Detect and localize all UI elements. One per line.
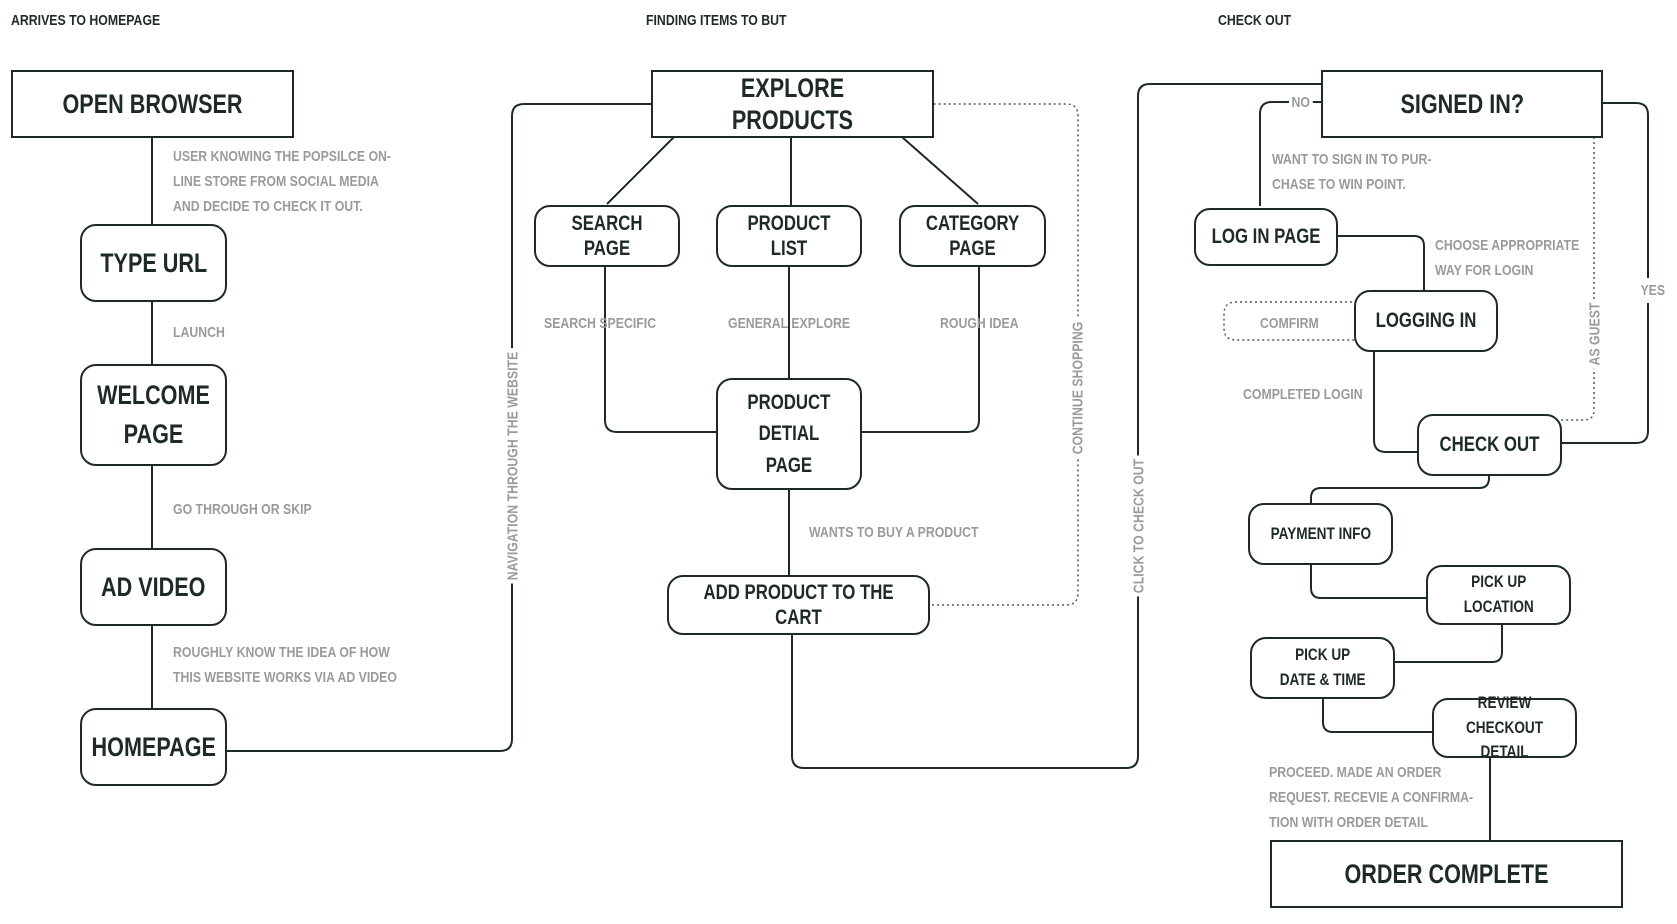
- label-proceed: PROCEED. MADE AN ORDER REQUEST. RECEVIE …: [1269, 764, 1474, 831]
- node-search-page: SEARCH PAGE: [534, 205, 680, 267]
- connector: [791, 83, 1321, 769]
- section-check-out: CHECK OUT: [1218, 12, 1292, 29]
- label-yes: YES: [1638, 278, 1668, 303]
- connector: [1322, 697, 1432, 733]
- node-type-url: TYPE URL: [80, 224, 227, 302]
- section-arrives-to-homepage: ARRIVES TO HOMEPAGE: [11, 12, 161, 29]
- label-continue-shopping: CONTINUE SHOPPING: [1069, 318, 1087, 458]
- node-pick-up-location: PICK UP LOCATION: [1426, 565, 1571, 625]
- node-product-detail-page: PRODUCT DETIAL PAGE: [716, 378, 862, 490]
- label-launch: LAUNCH: [173, 324, 225, 341]
- node-payment-info: PAYMENT INFO: [1248, 503, 1393, 565]
- as-guest-path: [1560, 137, 1595, 421]
- node-ad-video: AD VIDEO: [80, 548, 227, 626]
- label-rough-idea: ROUGH IDEA: [940, 315, 1019, 332]
- label-as-guest: AS GUEST: [1586, 299, 1604, 369]
- label-search-specific: SEARCH SPECIFIC: [544, 315, 657, 332]
- section-finding-items: FINDING ITEMS TO BUT: [646, 12, 787, 29]
- connector: [1560, 102, 1649, 444]
- label-want-to-sign-in: WANT TO SIGN IN TO PUR- CHASE TO WIN POI…: [1272, 151, 1432, 193]
- node-category-page: CATEGORY PAGE: [899, 205, 1046, 267]
- label-no: NO: [1289, 90, 1313, 115]
- node-check-out: CHECK OUT: [1417, 414, 1562, 476]
- label-comfirm: COMFIRM: [1260, 315, 1319, 332]
- label-roughly-know: ROUGHLY KNOW THE IDEA OF HOW THIS WEBSIT…: [173, 644, 397, 686]
- connector: [1373, 350, 1417, 453]
- label-navigation: NAVIGATION THROUGH THE WEBSITE: [504, 348, 522, 584]
- node-log-in-page: LOG IN PAGE: [1194, 208, 1338, 266]
- node-signed-in: SIGNED IN?: [1321, 70, 1603, 138]
- label-general-explore: GENERAL EXPLORE: [728, 315, 851, 332]
- connector: [1336, 235, 1425, 290]
- connector: [901, 136, 979, 205]
- node-order-complete: ORDER COMPLETE: [1270, 840, 1623, 908]
- node-product-list: PRODUCT LIST: [716, 205, 862, 267]
- label-user-knowing: USER KNOWING THE POPSILCE ON- LINE STORE…: [173, 148, 392, 215]
- label-wants-to-buy: WANTS TO BUY A PRODUCT: [809, 524, 979, 541]
- label-completed-login: COMPLETED LOGIN: [1243, 386, 1363, 403]
- label-choose-appropriate: CHOOSE APPROPRIATE WAY FOR LOGIN: [1435, 237, 1580, 279]
- node-welcome-page: WELCOME PAGE: [80, 364, 227, 466]
- connector: [1259, 101, 1321, 206]
- node-logging-in: LOGGING IN: [1354, 290, 1498, 352]
- node-homepage: HOMEPAGE: [80, 708, 227, 786]
- node-add-product-to-cart: ADD PRODUCT TO THE CART: [667, 575, 930, 635]
- connector: [1310, 474, 1490, 503]
- connector: [861, 265, 980, 433]
- node-open-browser: OPEN BROWSER: [11, 70, 294, 138]
- connector: [1310, 565, 1426, 599]
- comfirm-loop: [1223, 301, 1357, 341]
- node-review-checkout-detail: REVIEW CHECKOUT DETAIL: [1432, 693, 1577, 761]
- node-pick-up-date-time: PICK UP DATE & TIME: [1250, 637, 1395, 699]
- connector: [606, 136, 675, 205]
- node-explore-products: EXPLORE PRODUCTS: [651, 70, 934, 138]
- label-go-through: GO THROUGH OR SKIP: [173, 501, 312, 518]
- connector: [604, 265, 716, 433]
- connector: [1394, 623, 1503, 663]
- label-click-to-check-out: CLICK TO CHECK OUT: [1130, 455, 1148, 597]
